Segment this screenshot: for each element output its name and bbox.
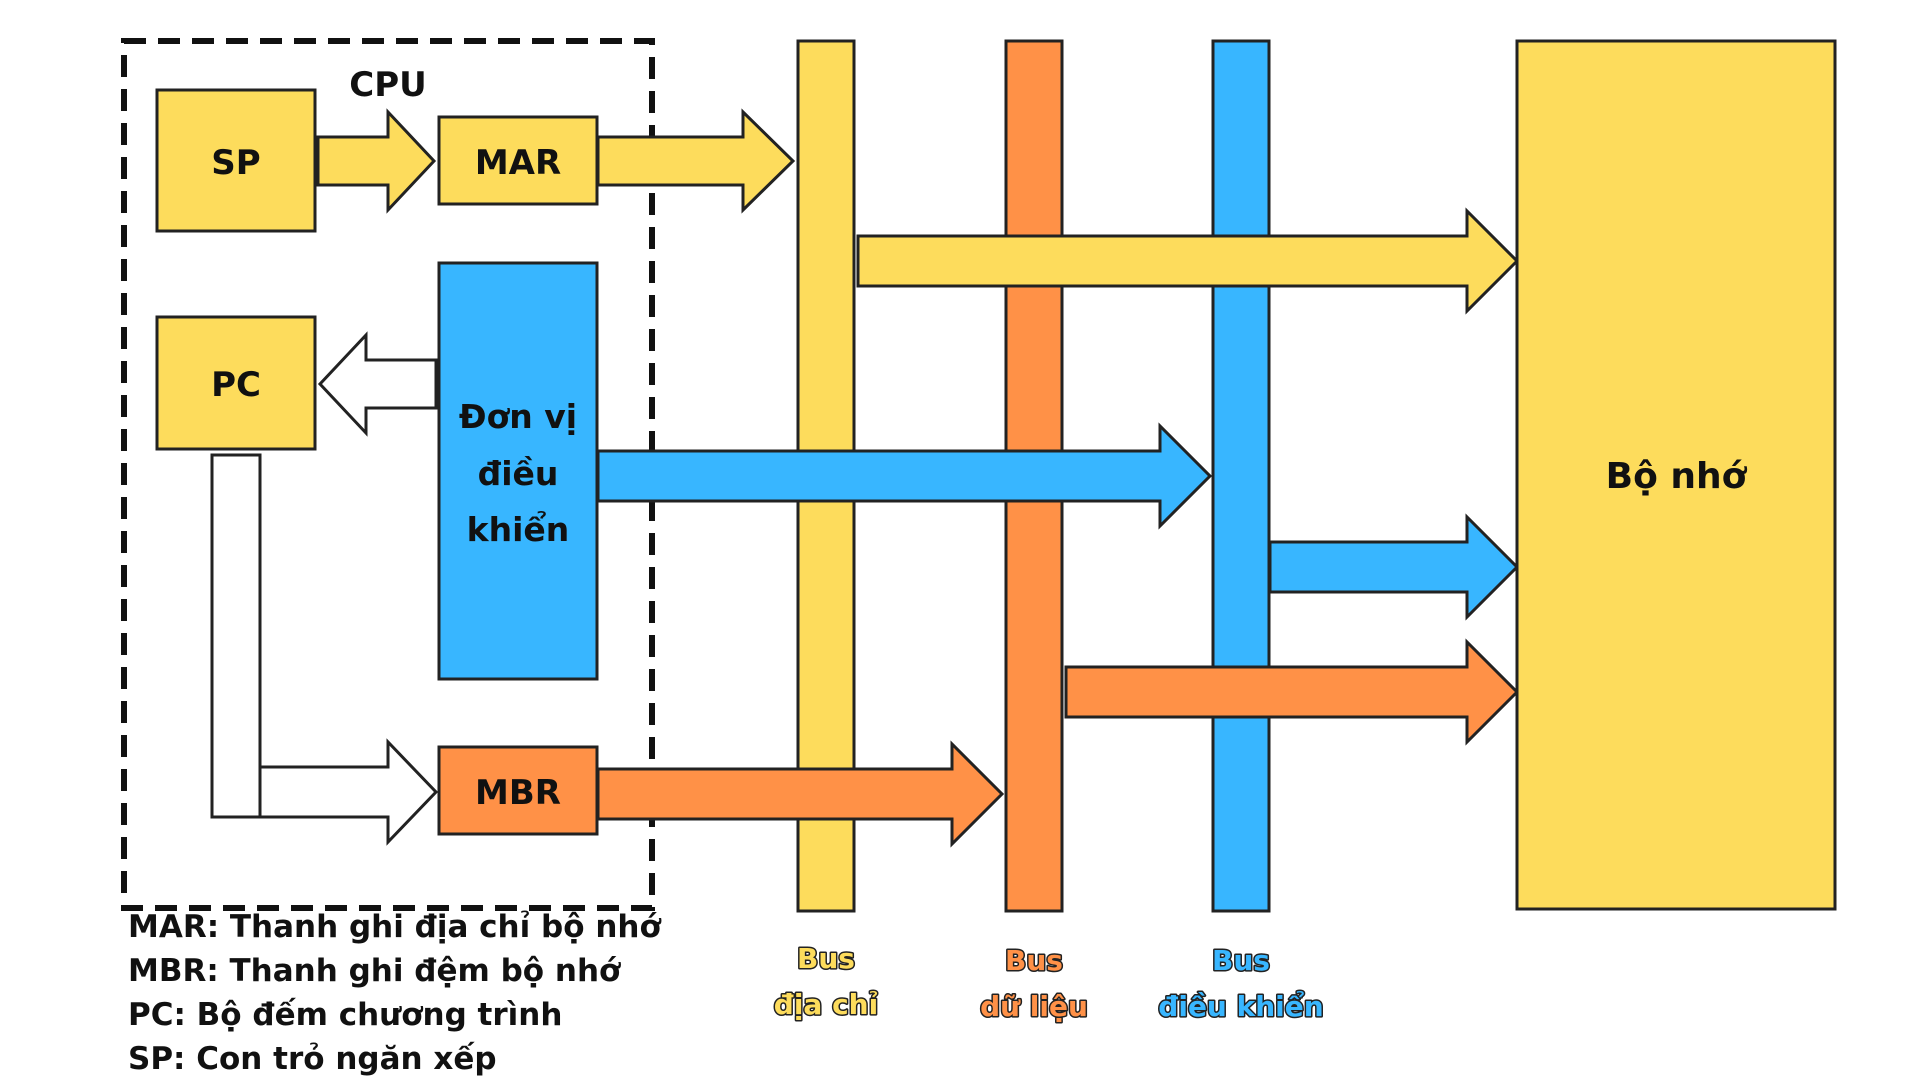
pc-to-mbr-arrow (258, 738, 439, 846)
memory-block (1515, 39, 1837, 911)
address-bus-to-memory-arrow (856, 207, 1520, 315)
data-bus-to-memory-arrow (1064, 638, 1520, 746)
address-arrow-over-data-bus (1004, 237, 1064, 285)
data-bus-label-line1: Bus (1005, 944, 1063, 977)
mar-register (437, 115, 599, 206)
abbreviation-legend: MAR: Thanh ghi địa chỉ bộ nhớ MBR: Thanh… (128, 905, 661, 1081)
control-to-control-bus-arrow (596, 422, 1213, 530)
control-bus (1211, 39, 1271, 913)
mbr-arrow-over-address-bus (796, 770, 856, 818)
data-bus-label-line2: dữ liệu (980, 990, 1088, 1023)
sp-register (155, 88, 317, 233)
legend-item-mbr: MBR: Thanh ghi đệm bộ nhớ (128, 953, 621, 989)
legend-item-mar: MAR: Thanh ghi địa chỉ bộ nhớ (128, 909, 661, 945)
control-bus-label-line1: Bus (1212, 944, 1270, 977)
cpu-label: CPU (349, 65, 426, 105)
mbr-label: MBR (475, 773, 561, 813)
control-bus-label-line2: điều khiển (1158, 989, 1323, 1023)
legend-item-sp: SP: Con trỏ ngăn xếp (128, 1041, 497, 1077)
legend-item-pc: PC: Bộ đếm chương trình (128, 997, 563, 1033)
address-bus-label-line1: Bus (797, 942, 855, 975)
address-bus-label-line2: địa chỉ (774, 988, 878, 1021)
control-arrow-over-address-bus (796, 452, 856, 500)
data-arrow-over-control-bus (1211, 668, 1271, 716)
control-unit-label-line2: điều (478, 454, 559, 493)
sp-to-mar-arrow (316, 108, 437, 214)
mar-to-address-bus-arrow (596, 108, 796, 214)
sp-label: SP (211, 143, 260, 183)
mar-label: MAR (475, 143, 561, 183)
control-unit-label-line3: khiển (467, 509, 570, 549)
control-unit-label-line1: Đơn vị (459, 397, 577, 436)
pc-label: PC (211, 365, 261, 405)
control-arrow-over-data-bus (1004, 452, 1064, 500)
control-unit (437, 261, 599, 681)
pc-register (155, 315, 317, 451)
pc-connector-bar (210, 453, 262, 819)
memory-label: Bộ nhớ (1606, 456, 1748, 497)
control-bus-to-memory-arrow (1268, 513, 1520, 621)
mbr-register (437, 745, 599, 836)
control-to-pc-arrow (317, 331, 438, 437)
address-arrow-over-control-bus (1211, 237, 1271, 285)
